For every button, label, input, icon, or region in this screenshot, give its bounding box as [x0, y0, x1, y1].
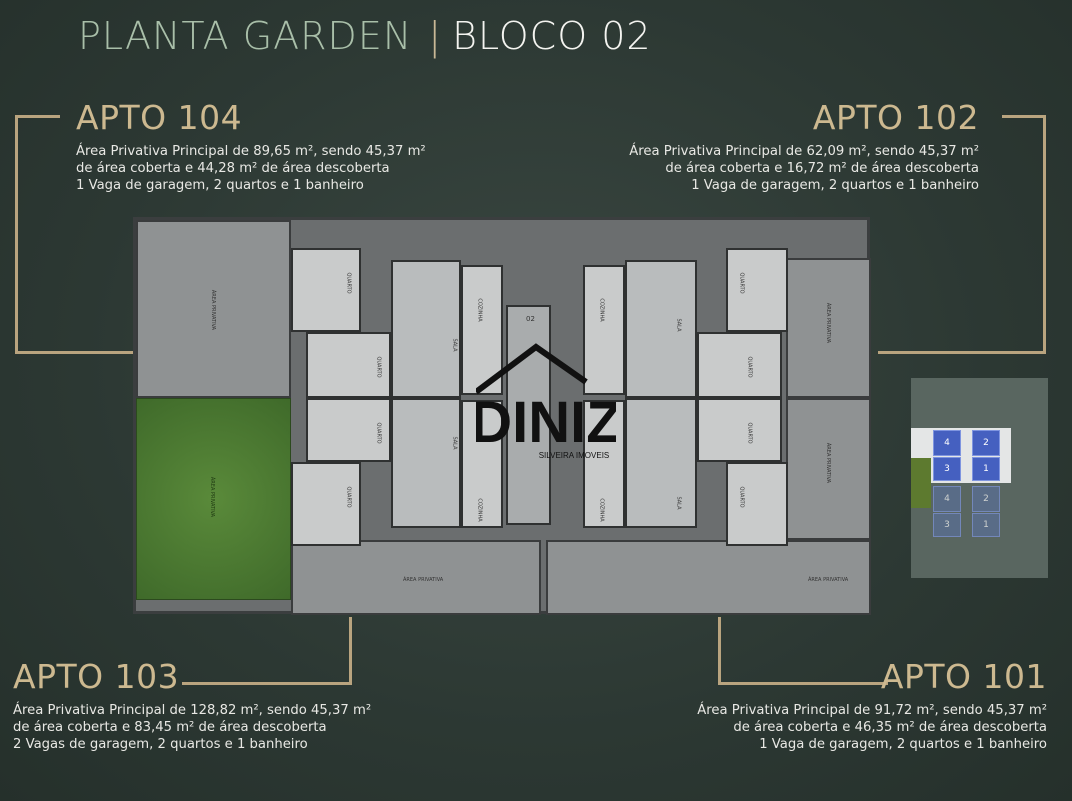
logo-subtitle: SILVEIRA IMOVEIS	[539, 451, 610, 460]
room-label: COZINHA	[476, 498, 483, 522]
connector-104	[15, 115, 18, 354]
desc-line: 1 Vaga de garagem, 2 quartos e 1 banheir…	[759, 737, 1047, 752]
room-label: QUARTO	[738, 272, 745, 294]
desc-line: de área coberta e 46,35 m² de área desco…	[733, 720, 1047, 735]
connector-102	[1043, 115, 1046, 354]
desc-line: Área Privativa Principal de 128,82 m², s…	[13, 703, 372, 718]
apto-desc: Área Privativa Principal de 89,65 m², se…	[76, 143, 426, 194]
title-separator: |	[428, 14, 443, 58]
bedroom: QUARTO	[291, 462, 361, 546]
connector-101	[718, 682, 888, 685]
room-label: QUARTO	[375, 356, 382, 378]
garden-marker	[911, 458, 931, 508]
room-label: QUARTO	[746, 422, 753, 444]
apto-title: APTO 101	[880, 657, 1047, 696]
unit-3-other: 3	[933, 513, 961, 537]
kitchen: COZINHA	[583, 265, 625, 395]
private-area-103: ÁREA PRIVATIVA	[291, 540, 541, 615]
desc-line: de área coberta e 44,28 m² de área desco…	[76, 161, 390, 176]
connector-104	[15, 115, 60, 118]
unit-4: 4	[933, 430, 961, 456]
room-label: QUARTO	[375, 422, 382, 444]
apto-desc: Área Privativa Principal de 128,82 m², s…	[13, 702, 371, 753]
bedroom: QUARTO	[697, 398, 782, 462]
connector-101	[718, 617, 721, 685]
bedroom: QUARTO	[291, 248, 361, 332]
room-label: SALA	[675, 496, 682, 510]
floor-plan: ÁREA PRIVATIVA ÁREA PRIVATIVA ÁREA PRIVA…	[133, 217, 871, 615]
area-label: ÁREA PRIVATIVA	[808, 577, 849, 583]
bedroom: QUARTO	[306, 332, 391, 398]
diniz-logo: DINIZ SILVEIRA IMOVEIS	[476, 343, 616, 460]
unit-2-other: 2	[972, 486, 1000, 512]
living-room: SALA	[391, 398, 461, 528]
apto-title: APTO 103	[13, 657, 180, 696]
desc-line: 2 Vagas de garagem, 2 quartos e 1 banhei…	[13, 737, 308, 752]
area-label: ÁREA PRIVATIVA	[403, 577, 444, 583]
connector-103	[349, 617, 352, 685]
unit-1-other: 1	[972, 513, 1000, 537]
garden-103: ÁREA PRIVATIVA	[136, 398, 291, 600]
desc-line: Área Privativa Principal de 89,65 m², se…	[76, 144, 426, 159]
area-label: ÁREA PRIVATIVA	[825, 302, 832, 344]
area-label: ÁREA PRIVATIVA	[209, 476, 216, 518]
stair-core: 02	[506, 305, 551, 525]
kitchen: COZINHA	[461, 400, 503, 528]
room-label: COZINHA	[598, 298, 605, 322]
bedroom: QUARTO	[306, 398, 391, 462]
room-label: SALA	[675, 318, 682, 332]
room-label: SALA	[451, 436, 458, 450]
living-room: SALA	[391, 260, 461, 398]
room-label: QUARTO	[345, 486, 352, 508]
living-room: SALA	[625, 398, 697, 528]
living-room: SALA	[625, 260, 697, 398]
private-area-104: ÁREA PRIVATIVA	[136, 220, 291, 398]
desc-line: de área coberta e 16,72 m² de área desco…	[665, 161, 979, 176]
area-label: ÁREA PRIVATIVA	[825, 442, 832, 484]
room-label: QUARTO	[345, 272, 352, 294]
room-label: COZINHA	[598, 498, 605, 522]
private-area-102: ÁREA PRIVATIVA	[786, 258, 871, 398]
connector-103	[182, 682, 352, 685]
kitchen: COZINHA	[583, 400, 625, 528]
unit-1: 1	[972, 457, 1000, 481]
apto-desc: Área Privativa Principal de 91,72 m², se…	[697, 702, 1047, 753]
title-right: BLOCO 02	[452, 14, 652, 58]
desc-line: 1 Vaga de garagem, 2 quartos e 1 banheir…	[76, 178, 364, 193]
bedroom: QUARTO	[726, 248, 788, 332]
title-left: PLANTA GARDEN	[78, 14, 413, 58]
bedroom: QUARTO	[697, 332, 782, 398]
desc-line: de área coberta e 83,45 m² de área desco…	[13, 720, 327, 735]
room-label: COZINHA	[476, 298, 483, 322]
page-title: PLANTA GARDEN |BLOCO 02	[78, 14, 652, 58]
bedroom: QUARTO	[726, 462, 788, 546]
private-area-101b: ÁREA PRIVATIVA	[786, 398, 871, 540]
desc-line: Área Privativa Principal de 62,09 m², se…	[629, 144, 979, 159]
room-label: SALA	[451, 338, 458, 352]
apto-title: APTO 104	[76, 98, 243, 137]
apto-title: APTO 102	[812, 98, 979, 137]
area-label: ÁREA PRIVATIVA	[210, 289, 217, 331]
site-location-map: 4 2 3 1 4 2 3 1	[911, 378, 1048, 578]
room-label: QUARTO	[738, 486, 745, 508]
connector-102	[878, 351, 1046, 354]
desc-line: Área Privativa Principal de 91,72 m², se…	[697, 703, 1047, 718]
connector-104	[15, 351, 133, 354]
unit-2: 2	[972, 430, 1000, 456]
unit-3: 3	[933, 457, 961, 481]
block-number: 02	[526, 315, 535, 323]
room-label: QUARTO	[746, 356, 753, 378]
connector-102	[1002, 115, 1046, 118]
unit-4-other: 4	[933, 486, 961, 512]
apto-desc: Área Privativa Principal de 62,09 m², se…	[629, 143, 979, 194]
desc-line: 1 Vaga de garagem, 2 quartos e 1 banheir…	[691, 178, 979, 193]
logo-text: DINIZ	[476, 390, 616, 455]
private-area-101: ÁREA PRIVATIVA	[546, 540, 871, 615]
